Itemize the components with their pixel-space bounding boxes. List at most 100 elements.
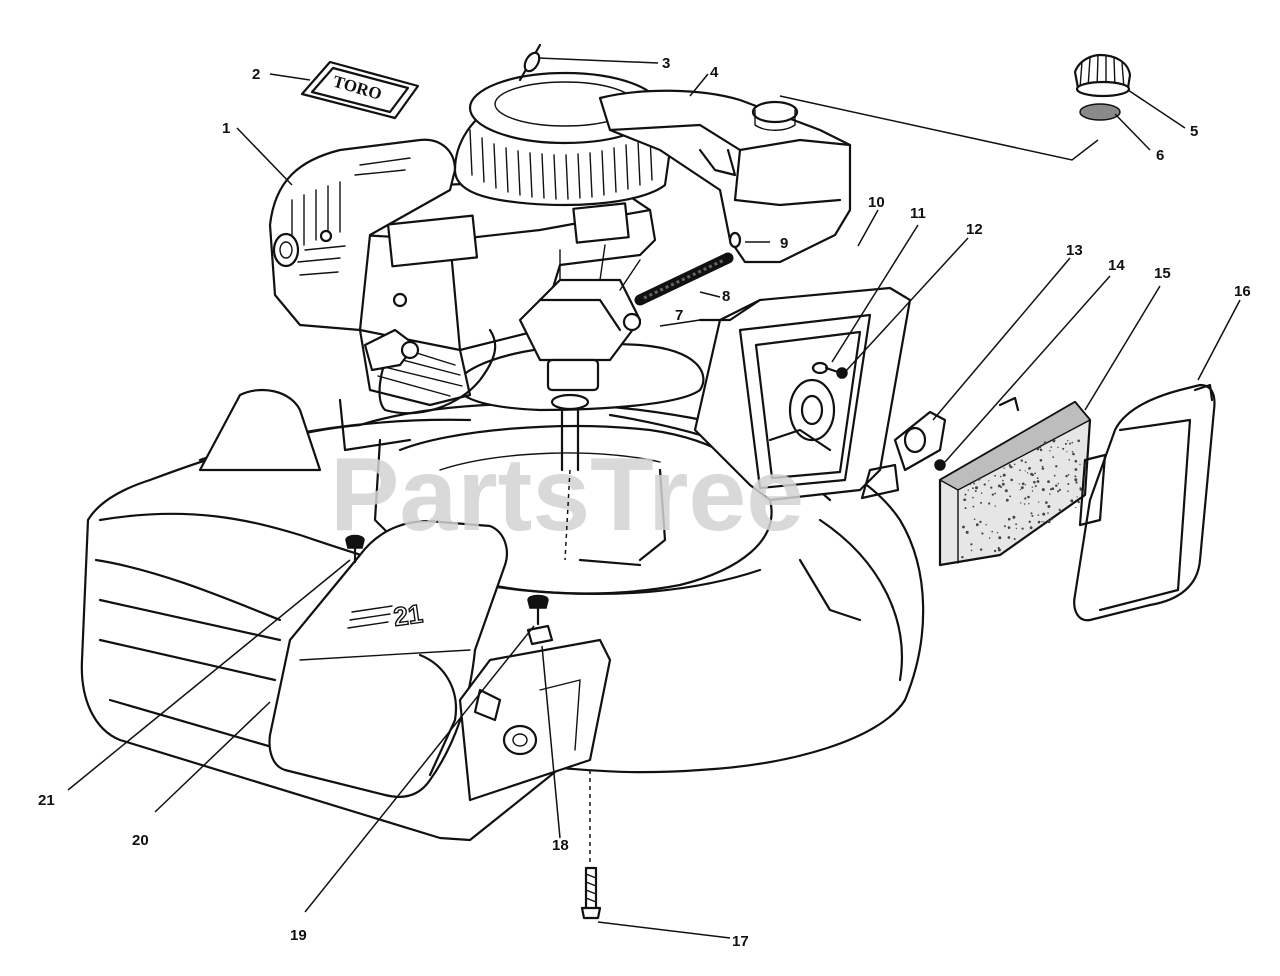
foam-speckle	[1036, 480, 1040, 483]
callout-5: 5	[1190, 123, 1198, 140]
foam-speckle	[1020, 502, 1022, 504]
foam-speckle	[1067, 483, 1070, 485]
foam-speckle	[967, 489, 969, 491]
foam-speckle	[1029, 467, 1032, 469]
foam-speckle	[1041, 467, 1045, 470]
foam-speckle	[1041, 521, 1043, 523]
callout-9: 9	[780, 235, 788, 252]
foam-speckle	[1071, 451, 1074, 453]
foam-speckle	[1067, 474, 1070, 476]
foam-speckle	[1039, 459, 1043, 462]
foam-speckle	[1005, 498, 1009, 502]
callout-1: 1	[222, 120, 230, 137]
foam-speckle	[1019, 489, 1022, 491]
foam-speckle	[979, 548, 983, 551]
foam-speckle	[1042, 512, 1046, 516]
foam-speckle	[1049, 450, 1051, 452]
foam-speckle	[1041, 488, 1045, 492]
foam-speckle	[988, 537, 991, 539]
foam-speckle	[1036, 477, 1039, 480]
watermark: PartsTree	[330, 437, 804, 553]
foam-speckle	[1013, 538, 1016, 540]
foam-speckle	[974, 490, 977, 492]
foam-speckle	[973, 482, 976, 485]
foam-speckle	[973, 518, 976, 521]
foam-speckle	[1031, 514, 1034, 517]
foam-speckle	[1027, 495, 1030, 499]
callout-4: 4	[710, 64, 719, 81]
foam-speckle	[980, 501, 982, 504]
fuel-cap-vent-gasket	[1079, 103, 1121, 121]
foam-speckle	[985, 524, 987, 526]
callout-14: 14	[1108, 257, 1125, 274]
foam-speckle	[964, 493, 967, 496]
foam-speckle	[1057, 490, 1060, 493]
foam-speckle	[1049, 493, 1051, 495]
foam-speckle	[1003, 525, 1006, 528]
foam-speckle	[1003, 467, 1005, 469]
foam-speckle	[1055, 484, 1058, 487]
foam-speckle	[980, 492, 983, 494]
foam-speckle	[991, 530, 993, 533]
foam-speckle	[1076, 496, 1078, 498]
foam-speckle	[1047, 520, 1051, 524]
foam-speckle	[975, 523, 979, 527]
foam-speckle	[1049, 488, 1053, 491]
foam-speckle	[1074, 468, 1078, 471]
foam-speckle	[994, 492, 996, 495]
foam-speckle	[1038, 501, 1040, 503]
foam-speckle	[1041, 465, 1044, 468]
foam-speckle	[1067, 440, 1069, 442]
foam-speckle	[1010, 478, 1013, 482]
foam-speckle	[1043, 521, 1045, 523]
foam-speckle	[1015, 523, 1017, 526]
foam-speckle	[1007, 517, 1011, 521]
callout-15: 15	[1154, 265, 1171, 282]
foam-speckle	[1047, 512, 1049, 514]
foam-speckle	[990, 486, 993, 489]
mounting-screw	[811, 361, 840, 375]
foam-speckle	[997, 548, 1001, 552]
foam-speckle	[972, 496, 974, 499]
foam-speckle	[1058, 488, 1062, 491]
foam-speckle	[988, 502, 991, 505]
foam-speckle	[1058, 508, 1061, 511]
foam-speckle	[1001, 482, 1005, 486]
foam-speckle	[1055, 465, 1058, 468]
foam-speckle	[1043, 441, 1047, 445]
foam-speckle	[998, 536, 1002, 540]
foam-speckle	[1002, 479, 1004, 482]
leader-lines	[67, 57, 1241, 939]
callout-6: 6	[1156, 147, 1164, 164]
chute-screw	[527, 594, 549, 626]
foam-speckle	[1077, 439, 1080, 443]
foam-speckle	[1030, 472, 1033, 476]
foam-speckle	[1050, 518, 1053, 521]
foam-speckle	[994, 505, 996, 507]
foam-speckle	[1052, 439, 1056, 443]
foam-speckle	[1071, 441, 1074, 444]
foam-speckle	[1028, 520, 1031, 523]
foam-speckle	[961, 556, 964, 559]
callout-21: 21	[38, 792, 55, 809]
foam-speckle	[981, 532, 984, 535]
chute-rod-screw	[345, 534, 365, 564]
foam-speckle	[972, 505, 975, 508]
foam-speckle	[975, 486, 978, 490]
foam-speckle	[1074, 478, 1078, 482]
foam-speckle	[993, 549, 997, 553]
foam-speckle	[1026, 472, 1029, 474]
callout-2: 2	[252, 66, 260, 83]
foam-speckle	[1009, 466, 1011, 468]
foam-speckle	[1066, 451, 1068, 453]
foam-speckle	[991, 493, 994, 496]
foam-speckle	[1074, 459, 1078, 463]
foam-speckle	[1033, 480, 1036, 484]
foam-speckle	[1024, 470, 1026, 472]
callout-10: 10	[868, 194, 885, 211]
foam-speckle	[1051, 487, 1055, 491]
foam-speckle	[1021, 482, 1025, 486]
callout-7: 7	[675, 307, 683, 324]
washer-plate	[526, 624, 554, 646]
